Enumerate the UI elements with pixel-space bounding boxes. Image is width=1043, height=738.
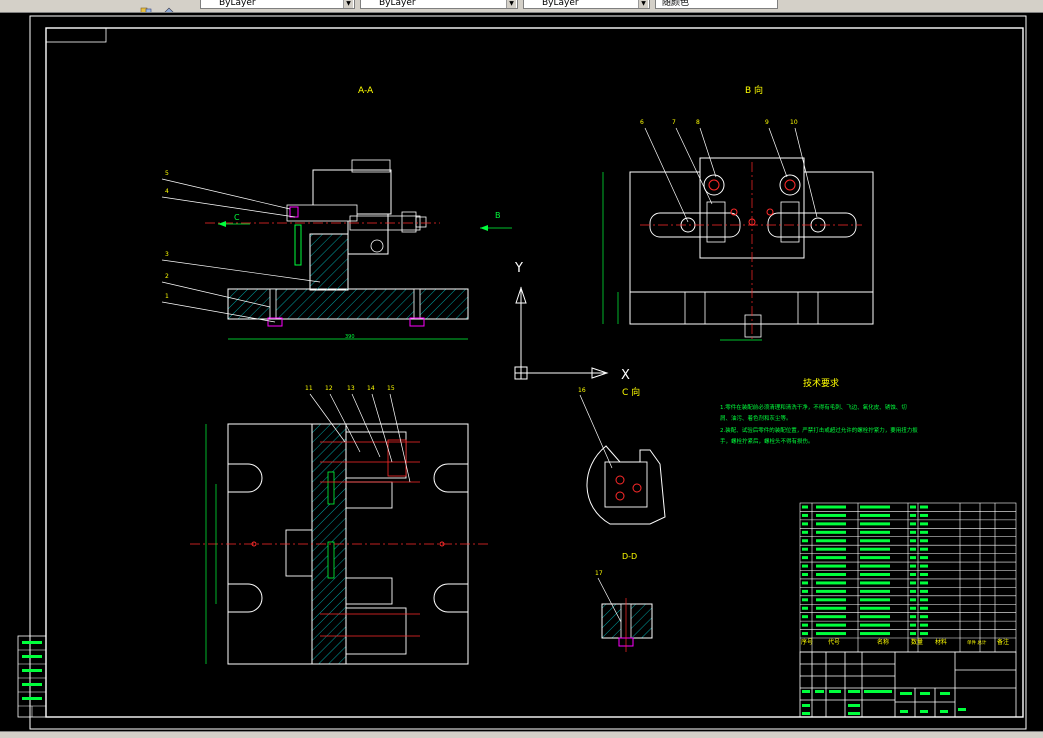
- ucs-y-label: Y: [514, 261, 523, 276]
- layer-previous-icon[interactable]: [163, 0, 175, 12]
- drawing-canvas[interactable]: A-A B 向 C 向 D-D 390 C B 5: [0, 12, 1043, 731]
- plotstyle-control-dropdown[interactable]: 随颜色: [655, 0, 778, 9]
- balloon-14: 14: [367, 385, 375, 392]
- ucs-x-label: X: [621, 368, 630, 383]
- balloon-3: 3: [165, 251, 169, 258]
- section-aa-label: A-A: [358, 86, 374, 96]
- color-control-dropdown[interactable]: ByLayer ▼: [200, 0, 355, 9]
- tech-requirements-line-4: 手，螺栓拧紧后，螺栓头不得有损伤。: [720, 437, 814, 445]
- chevron-down-icon[interactable]: ▼: [638, 0, 648, 8]
- bom-header-no: 序号: [801, 638, 813, 646]
- balloon-4: 4: [165, 188, 169, 195]
- balloon-17: 17: [595, 570, 603, 577]
- balloon-9: 9: [765, 119, 769, 126]
- plotstyle-control-value: 随颜色: [662, 0, 690, 8]
- color-control-value: ByLayer: [219, 0, 256, 8]
- section-aa-balloons: [161, 178, 321, 323]
- linetype-control-value: ByLayer: [379, 0, 416, 8]
- view-b-label: B 向: [745, 84, 763, 96]
- view-c-label: C 向: [622, 386, 640, 398]
- tech-requirements-line-2: 屑、油污、着色剂和灰尘等。: [720, 414, 792, 422]
- balloon-12: 12: [325, 385, 333, 392]
- view-b[interactable]: [602, 157, 874, 342]
- bom-header-code: 代号: [828, 638, 840, 646]
- revision-block: [17, 635, 47, 718]
- bom-header-qty: 数量: [911, 638, 923, 646]
- balloon-5: 5: [165, 170, 169, 177]
- balloon-11: 11: [305, 385, 313, 392]
- cutting-plane-b-label: B: [495, 211, 501, 220]
- balloon-8: 8: [696, 119, 700, 126]
- balloon-6: 6: [640, 119, 644, 126]
- bill-of-materials-table[interactable]: [799, 502, 1017, 653]
- balloon-1: 1: [165, 293, 169, 300]
- view-b-balloons: [644, 127, 818, 223]
- command-line-strip[interactable]: [0, 731, 1043, 738]
- balloon-13: 13: [347, 385, 355, 392]
- section-dd-label: D-D: [622, 552, 637, 561]
- section-aa-width-dimension: 390: [345, 334, 355, 340]
- tech-requirements-line-1: 1.零件在装配前必须清理和清洗干净，不得有毛刺、飞边、氧化皮、锈蚀、切: [720, 403, 907, 411]
- drawing-frame: [29, 15, 1027, 730]
- chevron-down-icon[interactable]: ▼: [343, 0, 353, 8]
- bom-header-name: 名称: [877, 638, 889, 646]
- layer-state-icon[interactable]: [140, 0, 152, 12]
- plan-view[interactable]: [190, 423, 490, 665]
- linetype-control-dropdown[interactable]: ByLayer ▼: [360, 0, 518, 9]
- chevron-down-icon[interactable]: ▼: [506, 0, 516, 8]
- balloon-10: 10: [790, 119, 798, 126]
- bom-header-material: 材料: [935, 638, 947, 646]
- cutting-plane-c-label: C: [234, 213, 240, 222]
- title-block-fields: [802, 690, 966, 715]
- view-c[interactable]: [579, 394, 666, 525]
- tech-requirements-title: 技术要求: [803, 377, 839, 389]
- properties-toolbar: ByLayer ▼ ByLayer ▼ ByLayer ▼ 随颜色: [0, 0, 1043, 13]
- title-block[interactable]: [799, 651, 1017, 718]
- tech-requirements-line-3: 2.装配、试验后零件的装配位置，严禁打击或超过允许的螺栓拧紧力，要用扭力扳: [720, 426, 918, 434]
- section-dd-view[interactable]: [597, 577, 653, 652]
- bom-header-remark: 备注: [997, 638, 1009, 646]
- balloon-7: 7: [672, 119, 676, 126]
- bom-header-row: 序号 代号 名称 数量 材料 单件 总计 备注: [801, 638, 1009, 646]
- bom-header-weight: 单件 总计: [967, 639, 987, 646]
- section-aa-view[interactable]: 390 C B: [205, 159, 512, 340]
- lineweight-control-value: ByLayer: [542, 0, 579, 8]
- lineweight-control-dropdown[interactable]: ByLayer ▼: [523, 0, 650, 9]
- ucs-icon: [514, 286, 609, 380]
- balloon-15: 15: [387, 385, 395, 392]
- balloon-16: 16: [578, 387, 586, 394]
- plan-view-balloons: [309, 393, 411, 483]
- balloon-2: 2: [165, 273, 169, 280]
